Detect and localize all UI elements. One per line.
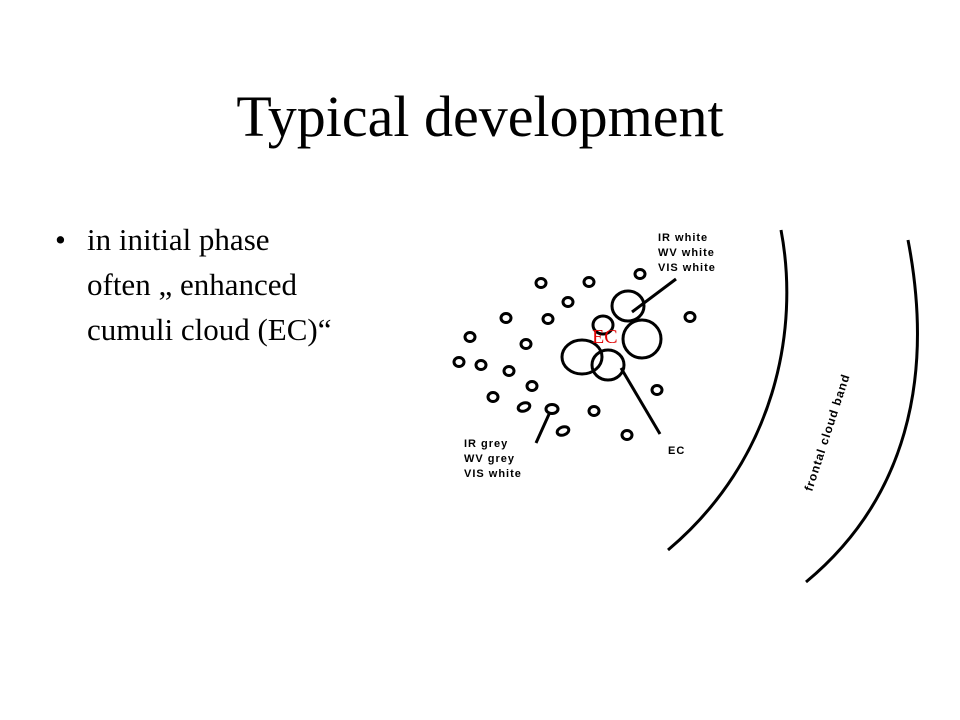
cumulus <box>541 313 555 325</box>
cumulus <box>499 312 513 324</box>
slide-title: Typical development <box>236 84 724 149</box>
leader-ec <box>619 367 662 435</box>
leader-top <box>631 277 677 314</box>
leader-bottom <box>534 411 552 444</box>
frontal-band-inner-arc <box>667 229 789 552</box>
label-top-line-1: IR white <box>658 232 708 244</box>
label-ec: EC <box>668 445 685 457</box>
cumulus <box>633 268 647 280</box>
label-frontal-cloud-band: frontal cloud band <box>802 372 853 493</box>
cumulus <box>486 391 500 403</box>
ec-cell-bottom <box>590 348 626 382</box>
cumulus <box>683 311 697 323</box>
ec-cell-left <box>560 338 604 376</box>
bullet-marker: • <box>55 222 66 257</box>
label-top-line-2: WV white <box>658 247 715 259</box>
cumulus <box>534 277 548 289</box>
leader-lines <box>534 277 677 444</box>
label-top-line-3: VIS white <box>658 262 716 274</box>
bullet-line-1: in initial phase <box>87 222 270 257</box>
cumulus <box>650 384 664 396</box>
cumulus <box>525 380 539 392</box>
bullet-line-3: cumuli cloud (EC)“ <box>87 312 332 347</box>
small-cumuli <box>452 268 697 441</box>
label-bottom-line-1: IR grey <box>464 438 508 450</box>
ec-cluster <box>560 289 663 382</box>
label-bottom-line-2: WV grey <box>464 453 515 465</box>
cumulus <box>516 401 532 413</box>
cumulus <box>519 338 533 350</box>
cumulus <box>544 403 560 415</box>
cumulus <box>474 359 488 371</box>
cumulus <box>502 365 516 377</box>
label-bottom-line-3: VIS white <box>464 468 522 480</box>
bullet-text: in initial phase often „ enhanced cumuli… <box>87 217 477 352</box>
label-ec-red: EC <box>592 326 618 348</box>
cumulus <box>463 331 477 343</box>
cumulus <box>620 429 634 441</box>
cumulus <box>587 405 601 417</box>
cumulus <box>561 296 575 308</box>
ec-cell-middle <box>621 318 663 360</box>
frontal-band-outer-arc <box>805 239 919 584</box>
ec-cell-top <box>610 289 646 323</box>
bullet-line-2: often „ enhanced <box>87 267 297 302</box>
cumulus <box>582 276 596 288</box>
cumulus <box>452 356 466 368</box>
cumulus <box>555 425 571 437</box>
ec-cell-small <box>591 314 615 336</box>
